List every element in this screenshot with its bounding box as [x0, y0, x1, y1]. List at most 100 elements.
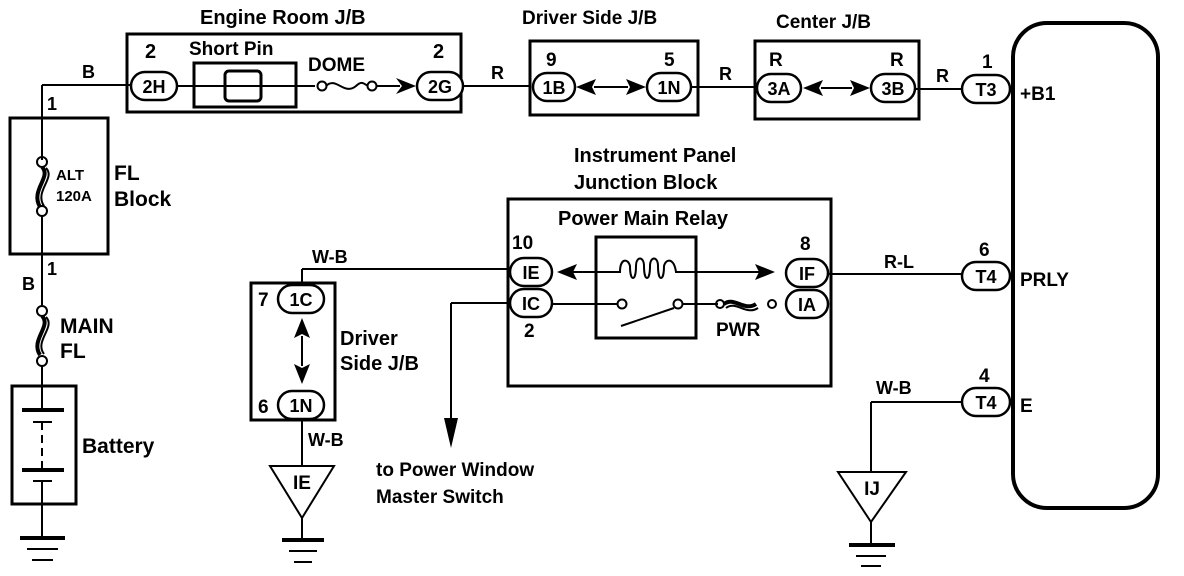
- fl-block-pin-top: 1: [47, 94, 57, 114]
- connector-1c-id: 1C: [289, 290, 312, 310]
- main-fl-label-1: MAIN: [60, 315, 114, 338]
- battery-feed-chain: B 1 ALT 120A FL Block 1 B MAIN FL: [8, 62, 172, 561]
- fuse-terminal-icon: [366, 80, 378, 92]
- wire-color-r-2: R: [719, 64, 732, 84]
- wire-color-r-3: R: [936, 66, 949, 86]
- main-fl-label-2: FL: [60, 340, 86, 363]
- main-fuse-icon-inner: [40, 316, 50, 355]
- fuse-terminal-icon: [316, 80, 328, 92]
- driver-side-jb-top-box: [528, 39, 700, 117]
- connector-arrow-icon: [803, 80, 823, 96]
- power-main-relay-label: Power Main Relay: [558, 208, 729, 230]
- driver-side-jb-left-label-1: Driver: [340, 328, 398, 350]
- dome-fuse-label: DOME: [308, 55, 365, 76]
- engine-room-jb-box: [125, 32, 463, 114]
- ground-icon: [20, 536, 65, 561]
- pin-t4-e: 4: [979, 366, 990, 387]
- engine-room-jb: Engine Room J/B 2 2H Short Pin DOME 2 2G: [125, 7, 465, 114]
- wire-color-r-l: R-L: [884, 252, 914, 272]
- fuse-terminal-icon: [36, 305, 48, 317]
- center-jb-label: Center J/B: [776, 12, 871, 33]
- driver-side-jb-left: 7 1C 6 1N Driver Side J/B: [249, 281, 419, 422]
- connector-t4-prly: [960, 260, 1012, 292]
- pin-3b: R: [890, 50, 904, 71]
- driver-side-jb-left-label-2: Side J/B: [340, 353, 419, 375]
- driver-side-jb-top-label: Driver Side J/B: [522, 8, 657, 29]
- terminal-e: E: [1020, 396, 1033, 417]
- connector-3b-id: 3B: [881, 79, 904, 99]
- pwr-fuse-label: PWR: [716, 320, 761, 341]
- wire-color-w-b-top: W-B: [312, 247, 348, 267]
- connector-1n-top-id: 1N: [657, 78, 680, 98]
- relay-switch-icon: [620, 307, 675, 327]
- switch-terminal-icon: [672, 298, 684, 310]
- alt-fuse-icon: [35, 165, 47, 209]
- pwr-fuse-icon: [722, 299, 758, 309]
- connector-t3-id: T3: [975, 80, 996, 100]
- battery-icon: [22, 408, 64, 538]
- pin-ic: 2: [524, 321, 535, 342]
- pin-2h: 2: [145, 41, 156, 63]
- pin-2g: 2: [433, 41, 444, 63]
- fl-block-label-2: Block: [114, 188, 172, 211]
- alt-fuse-label: ALT: [56, 167, 84, 184]
- destination-label-1: to Power Window: [376, 460, 534, 481]
- ip-jb-label-1: Instrument Panel: [574, 145, 736, 167]
- ip-jb-box: [506, 197, 833, 388]
- pin-1n-top: 5: [664, 50, 675, 71]
- connector-ic-id: IC: [522, 294, 540, 314]
- instrument-panel-jb: Instrument Panel Junction Block Power Ma…: [506, 145, 833, 388]
- fuse-terminal-icon: [767, 299, 777, 309]
- connector-3a: [755, 72, 803, 104]
- ground-icon: [282, 538, 324, 563]
- alt-fuse-icon-inner: [40, 167, 50, 207]
- battery-box: [10, 384, 78, 506]
- dome-fuse-icon: [325, 81, 369, 90]
- wire-color-w-b-ground: W-B: [308, 430, 344, 450]
- fl-block-pin-bottom: 1: [47, 259, 57, 279]
- pin-3a: R: [769, 50, 783, 71]
- ground-point-ie: [268, 465, 336, 520]
- switch-terminal-icon: [616, 298, 628, 310]
- pwr-fuse-icon-inner: [725, 304, 759, 312]
- fuse-terminal-icon: [36, 205, 48, 217]
- connector-1b: [531, 71, 577, 103]
- wire-color-b-mid: B: [22, 274, 35, 294]
- connector-t4-e-id: T4: [975, 393, 996, 413]
- pin-1c: 7: [258, 290, 269, 311]
- pin-t3: 1: [982, 52, 993, 73]
- driver-side-jb-top: Driver Side J/B 9 1B 5 1N: [522, 8, 700, 117]
- connector-arrow-icon: [850, 80, 870, 96]
- terminal-b1: +B1: [1020, 84, 1056, 105]
- wire-color-w-b-right: W-B: [876, 378, 912, 398]
- center-jb-box: [753, 39, 921, 121]
- connector-if-id: IF: [799, 264, 815, 284]
- short-pin-icon: [223, 69, 263, 103]
- ecu-body: [1011, 21, 1160, 510]
- fl-block-box: [8, 116, 110, 256]
- center-jb: Center J/B R 3A R 3B: [753, 12, 921, 121]
- connector-ie: [508, 256, 554, 288]
- connector-2g-id: 2G: [428, 77, 452, 97]
- connector-arrow-icon: [576, 79, 596, 95]
- short-pin-label: Short Pin: [189, 39, 273, 60]
- connector-arrow-icon: [396, 78, 416, 94]
- relay-box: [594, 235, 698, 340]
- main-fuse-icon: [35, 314, 47, 357]
- wire-color-r-1: R: [491, 63, 504, 83]
- fuse-terminal-icon: [36, 355, 48, 367]
- connector-arrow-icon: [294, 318, 310, 338]
- fl-block-label-1: FL: [114, 162, 140, 185]
- ground-ij-label: IJ: [864, 479, 880, 500]
- ground-point-ij: [836, 471, 908, 524]
- connector-arrow-icon: [755, 264, 775, 280]
- connector-3a-id: 3A: [767, 79, 790, 99]
- alt-fuse-rating: 120A: [56, 188, 92, 205]
- terminal-prly: PRLY: [1020, 270, 1069, 291]
- connector-arrow-icon: [557, 264, 577, 280]
- ecu-component: 1 T3 +B1 6 T4 PRLY 4 T4 E: [960, 21, 1160, 510]
- engine-room-jb-label: Engine Room J/B: [200, 7, 366, 29]
- connector-1b-id: 1B: [542, 78, 565, 98]
- connector-2h-id: 2H: [142, 77, 165, 97]
